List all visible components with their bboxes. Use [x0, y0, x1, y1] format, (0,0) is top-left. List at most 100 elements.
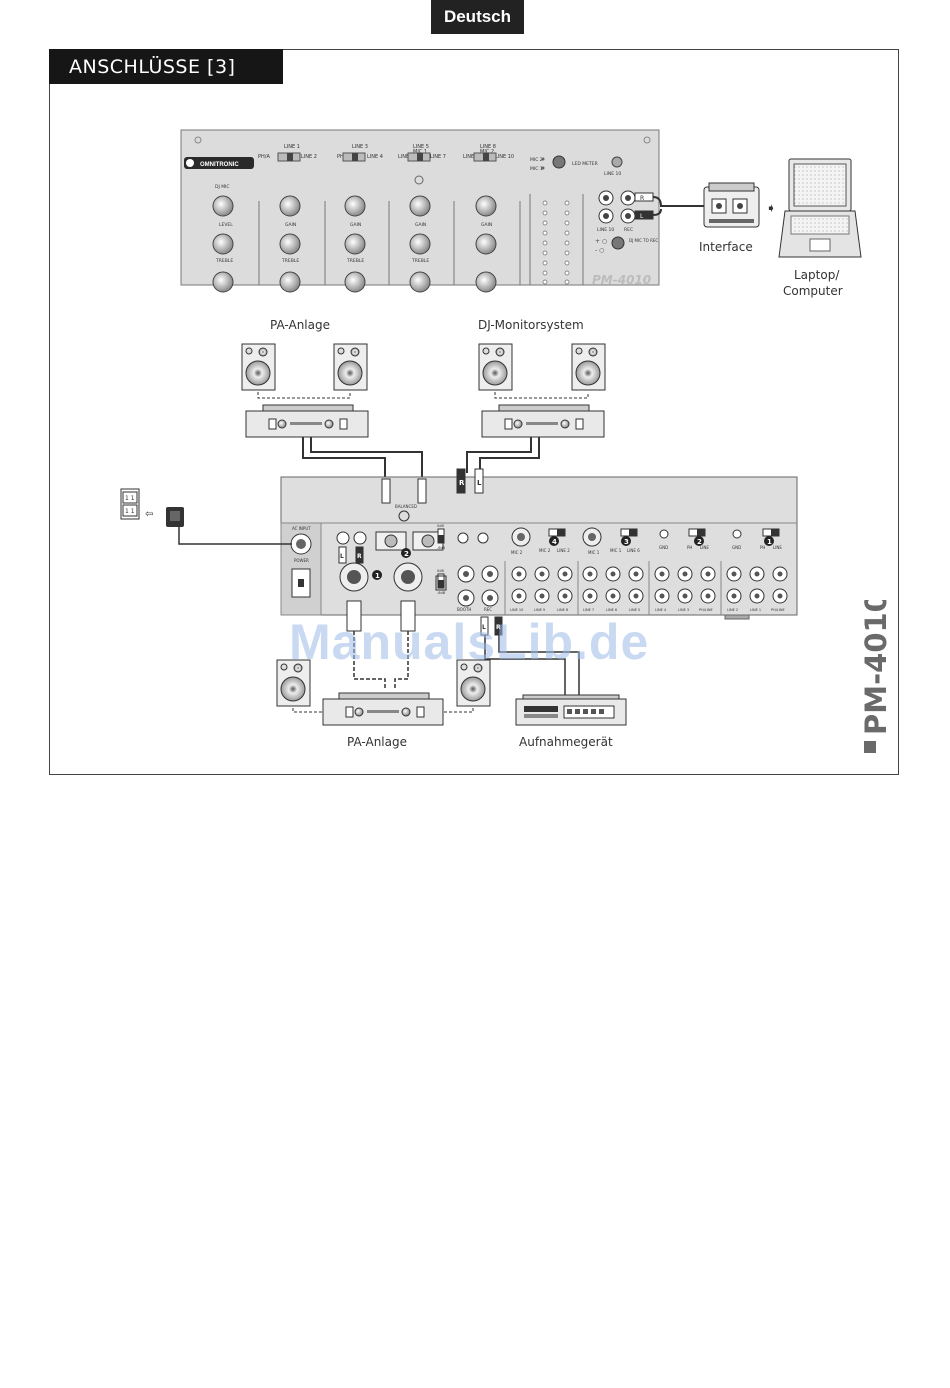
rear-label: POWER [294, 558, 309, 563]
badge: 2 [404, 550, 409, 558]
plug-letter: L [482, 624, 486, 631]
front-label: PH/A [258, 154, 270, 160]
outlet-label: 1 1 [125, 508, 135, 515]
front-label: LEVEL [219, 222, 233, 228]
computer-label: Computer [783, 284, 843, 298]
rear-label: BOOTH [457, 607, 471, 612]
front-label: LINE 8 [480, 144, 496, 150]
svg-text:➧: ➧ [766, 201, 776, 215]
rear-label: GND [732, 545, 741, 550]
mixer-front-panel: OMNITRONIC LINE 1 PH/A LINE 2 LINE 3 PH/… [180, 129, 660, 293]
rear-label: LINE 4 [655, 608, 667, 612]
rear-label: LINE 6 [606, 608, 617, 612]
front-label: LINE 9 [463, 154, 479, 160]
rear-label: LINE 2 [557, 548, 570, 553]
power-outlet: 1 1 1 1 [120, 488, 140, 520]
rear-label: LINE 10 [510, 608, 523, 612]
plug-letter: R [357, 553, 362, 560]
recorder-label: Aufnahmegerät [519, 735, 613, 749]
watermark: ManualsLib.de [289, 614, 650, 670]
plug-letter: L [340, 553, 344, 560]
dj-monitor-system [478, 343, 606, 438]
rear-label: PH/LINE [771, 608, 785, 612]
rear-label: REC [484, 607, 492, 612]
rear-label: MIC 2 [539, 548, 551, 553]
laptop-label: Laptop/ [794, 268, 840, 282]
front-label: MIC 1 [413, 149, 427, 155]
front-label: LINE 10 [604, 171, 621, 177]
connection-diagram: OMNITRONIC LINE 1 PH/A LINE 2 LINE 3 PH/… [120, 129, 862, 726]
language-tab: Deutsch [431, 0, 524, 34]
front-label: LINE 10 [597, 227, 614, 233]
model-name-vertical: PM-4010 [859, 600, 893, 753]
rear-label: 0dB [437, 524, 444, 528]
recorder-device [515, 694, 627, 726]
dj-monitor-label: DJ-Monitorsystem [478, 318, 584, 332]
model-text: PM-4010 [859, 600, 893, 735]
front-label: GAIN [285, 222, 296, 228]
rear-label: LINE 5 [629, 608, 640, 612]
brand-logo: OMNITRONIC [200, 162, 239, 168]
front-label: TREBLE [281, 258, 299, 264]
front-label: LINE 5 [413, 144, 429, 150]
rear-label: -6dB [437, 546, 446, 550]
rear-label: PH [687, 545, 692, 550]
badge: 1 [767, 538, 772, 546]
svg-text:⇦: ⇦ [145, 509, 153, 520]
front-label: LINE 1 [284, 144, 300, 150]
front-label: TREBLE [411, 258, 429, 264]
rear-label: 0dB [437, 569, 444, 573]
interface-device [703, 182, 760, 228]
front-label: LINE 6 [398, 154, 414, 160]
pa-system-top-label: PA-Anlage [270, 318, 330, 332]
rear-label: GND [659, 545, 668, 550]
front-label: LED METER [572, 161, 598, 167]
svg-text:+ ○: + ○ [595, 238, 607, 245]
front-model: PM-4010 [592, 273, 651, 287]
svg-text:L: L [640, 213, 644, 220]
badge: 1 [375, 572, 380, 580]
front-label: MIC 2 [480, 149, 494, 155]
badge: 3 [624, 538, 629, 546]
pa-system-bottom-label: PA-Anlage [347, 735, 407, 749]
section-title: ANSCHLÜSSE [3] [49, 49, 283, 84]
front-label: MIC 2 [530, 157, 543, 163]
outlet-label: 1 1 [125, 495, 135, 502]
plug-letter: L [477, 479, 482, 487]
front-label: LINE 2 [301, 154, 317, 160]
plug-letter: R [459, 479, 465, 487]
front-label: GAIN [415, 222, 426, 228]
rear-label: LINE 6 [627, 548, 640, 553]
front-label: LINE 3 [352, 144, 368, 150]
rear-label: AC INPUT [292, 526, 311, 531]
front-label: GAIN [350, 222, 361, 228]
front-label: TREBLE [346, 258, 364, 264]
front-label: DJ MIC TO REC [629, 238, 658, 243]
rear-label: LINE 3 [678, 608, 689, 612]
badge: 4 [552, 538, 557, 546]
front-label: DJ MIC [215, 184, 230, 190]
rear-label: MIC 1 [610, 548, 622, 553]
front-label: LINE 7 [430, 154, 446, 160]
rear-label: LINE [773, 545, 782, 550]
front-label: LINE 10 [495, 154, 514, 160]
front-label: TREBLE [215, 258, 233, 264]
rear-label: LINE 8 [557, 608, 568, 612]
interface-label: Interface [699, 240, 753, 254]
front-label: REC [624, 227, 633, 233]
svg-text:- ○: - ○ [595, 247, 604, 254]
badge: 2 [697, 538, 702, 546]
section-frame [49, 49, 899, 775]
rear-label: LINE 7 [583, 608, 594, 612]
rear-label: BALANCED [395, 504, 417, 509]
rear-label: PH/LINE [699, 608, 713, 612]
pa-system-bottom [276, 659, 491, 726]
rear-label: -6dB [437, 591, 446, 595]
pa-system-top [241, 343, 369, 438]
laptop-icon [778, 158, 862, 258]
mixer-rear-panel: AC INPUT POWER BALANCED 1 2 2 3 4 1 0dB … [280, 468, 798, 636]
svg-text:R: R [640, 195, 644, 202]
rear-label: LINE 2 [727, 608, 738, 612]
rear-label: PH [760, 545, 765, 550]
front-label: MIC 1 [530, 166, 543, 172]
